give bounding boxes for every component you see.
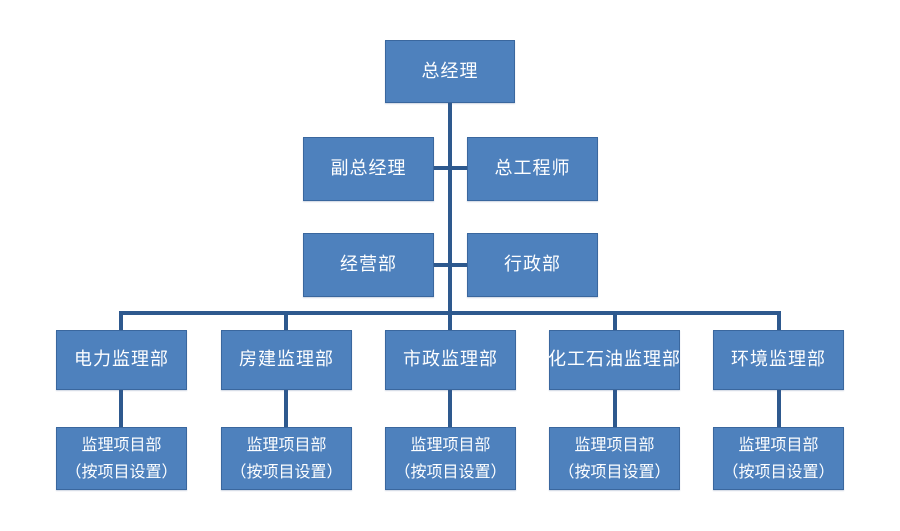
connector-project-drop-2	[284, 390, 288, 427]
org-node-label: 副总经理	[330, 158, 407, 179]
org-node-housing-supervision-dept: 房建监理部	[221, 330, 352, 390]
connector-project-drop-3	[448, 390, 452, 427]
org-node-municipal-supervision-dept: 市政监理部	[385, 330, 516, 390]
connector-central-spine	[448, 103, 452, 315]
org-node-label: 化工石油监理部	[548, 349, 681, 370]
org-node-label: 总工程师	[494, 158, 571, 179]
connector-project-drop-1	[119, 390, 123, 427]
org-node-general-manager: 总经理	[385, 40, 515, 103]
org-node-label-line1: 监理项目部	[81, 436, 162, 454]
connector-project-drop-4	[613, 390, 617, 427]
connector-project-drop-5	[777, 390, 781, 427]
org-node-environment-supervision-dept: 环境监理部	[713, 330, 844, 390]
connector-dept-drop-3	[448, 311, 452, 330]
org-node-label: 电力监理部	[74, 349, 169, 370]
org-node-label: 市政监理部	[403, 349, 498, 370]
connector-dept-drop-2	[284, 311, 288, 330]
org-node-label-line2: （按项目设置）	[394, 463, 507, 481]
connector-dept-drop-5	[777, 311, 781, 330]
connector-staff-row1	[434, 166, 467, 170]
org-node-project-office-4: 监理项目部 （按项目设置）	[549, 427, 680, 490]
org-node-project-office-1: 监理项目部 （按项目设置）	[56, 427, 187, 490]
org-node-label-line1: 监理项目部	[738, 436, 819, 454]
org-node-electric-supervision-dept: 电力监理部	[56, 330, 187, 390]
org-node-label-line2: （按项目设置）	[65, 463, 178, 481]
connector-dept-drop-1	[119, 311, 123, 330]
org-node-label: 房建监理部	[239, 349, 334, 370]
org-node-admin-dept: 行政部	[467, 233, 598, 297]
org-node-project-office-2: 监理项目部 （按项目设置）	[221, 427, 352, 490]
org-node-label: 行政部	[504, 254, 561, 275]
connector-staff-row2	[434, 263, 467, 267]
org-node-label-line1: 监理项目部	[574, 436, 655, 454]
org-node-label: 环境监理部	[731, 349, 826, 370]
org-node-project-office-5: 监理项目部 （按项目设置）	[713, 427, 844, 490]
org-node-label-line2: （按项目设置）	[722, 463, 835, 481]
org-node-label-line1: 监理项目部	[246, 436, 327, 454]
connector-dept-drop-4	[613, 311, 617, 330]
org-node-label: 经营部	[340, 254, 397, 275]
org-node-label-line1: 监理项目部	[410, 436, 491, 454]
org-node-project-office-3: 监理项目部 （按项目设置）	[385, 427, 516, 490]
org-node-label-line2: （按项目设置）	[558, 463, 671, 481]
org-node-label: 总经理	[421, 60, 479, 81]
org-node-chief-engineer: 总工程师	[467, 137, 598, 201]
org-node-business-dept: 经营部	[303, 233, 434, 297]
org-node-deputy-general-manager: 副总经理	[303, 137, 434, 201]
org-node-label-line2: （按项目设置）	[230, 463, 343, 481]
org-node-chemical-petroleum-supervision-dept: 化工石油监理部	[548, 330, 681, 390]
